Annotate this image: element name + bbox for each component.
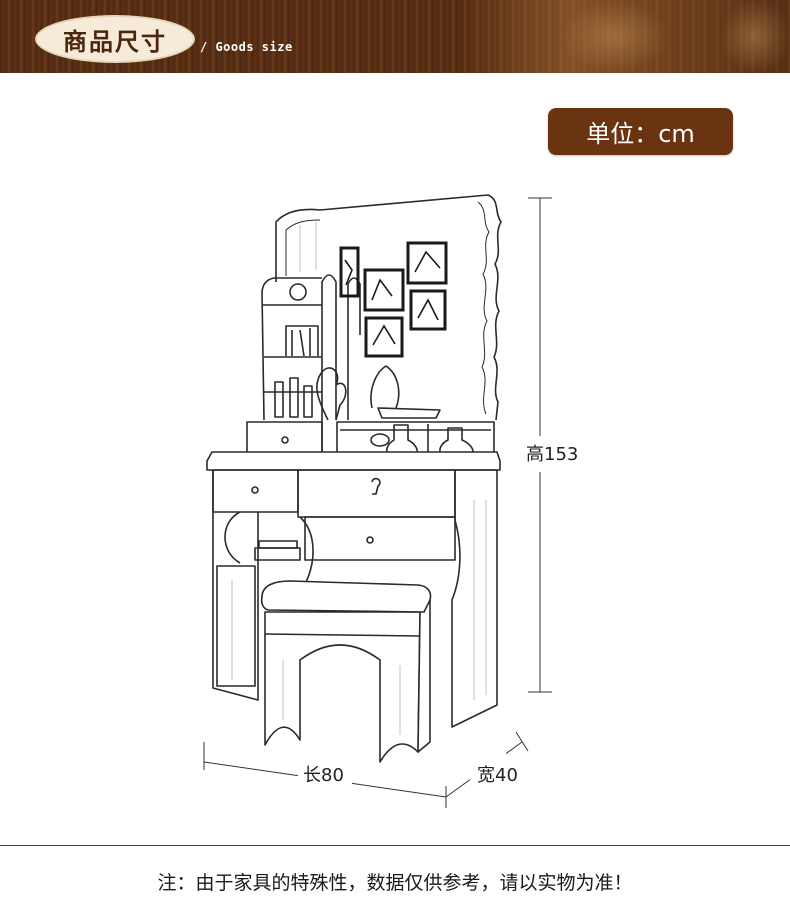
shelf-base-drawer: [246, 421, 323, 457]
disclaimer-note: 注：由于家具的特殊性，数据仅供参考，请以实物为准！: [157, 872, 633, 894]
mirror-picture-frames: [339, 241, 448, 358]
length-dimension-label: 长80: [303, 765, 344, 786]
picture-frame-2: [363, 268, 405, 312]
kneehole-support: [299, 516, 314, 591]
section-title: 商品尺寸: [35, 15, 195, 63]
footer-divider: [0, 845, 790, 846]
width-dim-line-upper: [505, 741, 523, 755]
picture-frame-5: [364, 316, 404, 358]
round-jar: [370, 433, 390, 447]
shelf-plant-ornament: [316, 367, 347, 421]
stool-front: [264, 611, 421, 763]
mirror-inner-edge: [285, 219, 321, 276]
width-dimension-label: 宽40: [477, 765, 518, 786]
shelf-left-upright: [261, 277, 322, 421]
picture-frame-art: [344, 250, 441, 346]
left-drawer-knob: [251, 486, 259, 494]
shelf-bottle-3: [303, 385, 313, 418]
shelf-drawer-knob: [281, 436, 289, 444]
banner-floral-decoration-right: [720, 0, 790, 73]
left-shelf-unit: [246, 274, 347, 457]
desk-top: [206, 451, 501, 471]
shelf-divider-panel: [321, 274, 337, 455]
shelf-bottle-1: [274, 381, 284, 418]
stool-side: [417, 599, 431, 753]
shelf-flower-ornament: [289, 283, 307, 301]
dimension-lines: [203, 197, 552, 808]
length-dim-line-right: [351, 782, 447, 798]
stool: [260, 580, 432, 763]
desk: [206, 451, 501, 728]
center-top-shelf: [336, 365, 495, 459]
decor-tray: [377, 407, 441, 419]
section-subtitle: / Goods size: [200, 40, 293, 54]
mirror: [275, 194, 502, 421]
width-dim-line-lower: [445, 779, 471, 798]
top-shelf-box: [336, 421, 495, 457]
right-leg: [451, 469, 498, 728]
left-pedestal-side: [212, 470, 259, 701]
left-cabinet-door: [216, 565, 256, 687]
mirror-outline: [275, 194, 502, 421]
kneehole-books-1: [254, 547, 301, 561]
mirror-post: [347, 277, 361, 420]
length-dim-line-left: [203, 761, 299, 777]
unit-badge: 单位：cm: [548, 108, 733, 155]
center-drawer-lock: [371, 477, 381, 495]
lower-drawer: [304, 516, 456, 561]
lower-drawer-knob: [366, 536, 374, 544]
shelf-bottle-2: [289, 377, 299, 418]
stool-apron-line: [264, 633, 421, 637]
left-drawer: [212, 469, 299, 513]
picture-frame-1: [339, 246, 360, 298]
decor-sculpture: [370, 365, 400, 409]
kneehole-books-2: [258, 540, 298, 549]
picture-frame-4: [409, 289, 447, 331]
stool-seat: [260, 580, 432, 613]
left-pedestal-arch: [224, 511, 241, 564]
height-dimension-label: 高153: [526, 444, 579, 465]
picture-frame-3: [406, 241, 448, 285]
shelf-books: [285, 325, 319, 357]
width-dim-tick: [515, 731, 529, 752]
banner-floral-decoration: [560, 0, 670, 73]
mirror-lace-edge: [477, 201, 490, 415]
